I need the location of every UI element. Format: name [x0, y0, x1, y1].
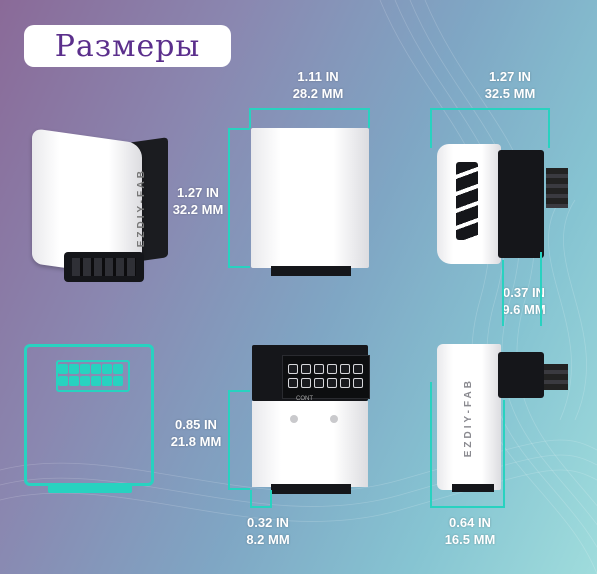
bottom-view-connector: [271, 484, 351, 494]
dim-side-depth: 1.27 IN 32.5 MM: [484, 69, 536, 101]
pcb-pin: [301, 378, 311, 388]
outline-pin: [58, 364, 68, 374]
screw-right: [330, 415, 338, 423]
outline-pin: [113, 376, 123, 386]
dim-lower-height: 0.85 IN 21.8 MM: [170, 417, 222, 449]
pcb-pin: [340, 364, 350, 374]
pcb-pin: [353, 378, 363, 388]
dim-side-width: 0.64 IN 16.5 MM: [444, 515, 496, 547]
outline-pin: [102, 376, 112, 386]
dim-connector-offset: 0.37 IN 9.6 MM: [502, 285, 546, 317]
outline-pin: [91, 376, 101, 386]
outline-pin: [69, 376, 79, 386]
product-3d-view: EZDIY-FAB: [28, 128, 168, 293]
side-view-lower-connector: [498, 352, 544, 398]
pcb-pin: [327, 378, 337, 388]
front-view-body: [251, 128, 369, 268]
outline-pin: [58, 376, 68, 386]
outline-pin: [102, 364, 112, 374]
side-view-cutout: [456, 162, 478, 240]
pcb-pin: [340, 378, 350, 388]
screw-left: [290, 415, 298, 423]
page-title: Размеры: [54, 28, 201, 64]
outline-pin-block: [56, 360, 130, 392]
pcb-pin: [301, 364, 311, 374]
side-brand-text: EZDIY-FAB: [463, 378, 474, 458]
pcb-pin: [314, 364, 324, 374]
outline-pin: [113, 364, 123, 374]
outline-pin: [69, 364, 79, 374]
dim-top-width: 1.11 IN 28.2 MM: [292, 69, 344, 101]
pcb-label: CONT: [296, 396, 313, 402]
bottom-view-body: [252, 401, 368, 487]
outline-pin: [80, 364, 90, 374]
dim-bottom-width: 0.32 IN 8.2 MM: [246, 515, 290, 547]
outline-pin: [91, 364, 101, 374]
pcb-pin: [314, 378, 324, 388]
dim-line: [249, 108, 370, 110]
title-badge: Размеры: [24, 25, 231, 67]
pcb-pin: [288, 364, 298, 374]
front-view-connector: [271, 266, 351, 276]
pcb-pin: [353, 364, 363, 374]
product-brand-text: EZDIY-FAB: [136, 168, 147, 248]
pcb-header: [282, 355, 370, 399]
outline-pin: [80, 376, 90, 386]
side-view-lower-body: [437, 344, 501, 490]
dim-height: 1.27 IN 32.2 MM: [172, 185, 224, 217]
pcb-pin: [327, 364, 337, 374]
side-view-connector: [498, 150, 544, 258]
pcb-pin: [288, 378, 298, 388]
